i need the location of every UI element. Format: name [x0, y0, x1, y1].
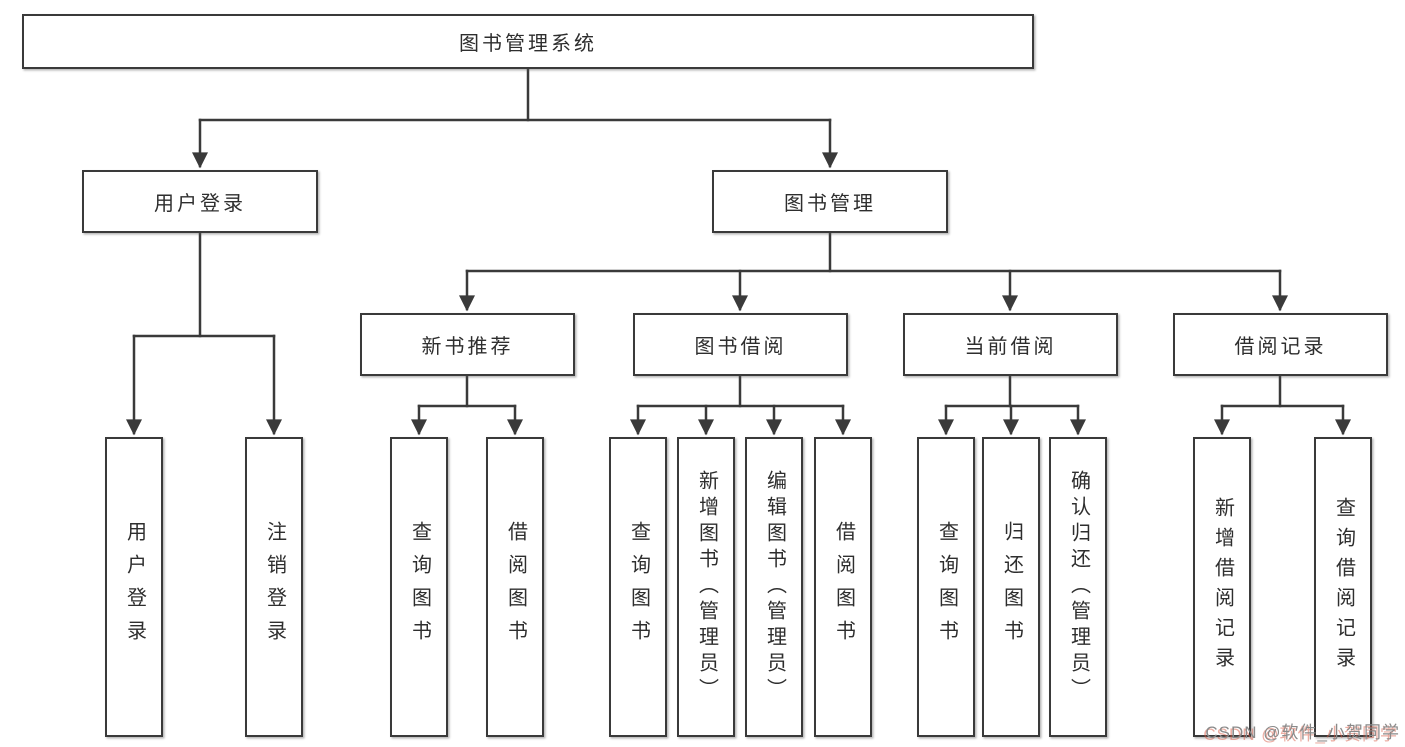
leaf-label: 新增图书（管理员）	[695, 470, 718, 704]
leaf-label: 借阅图书	[832, 521, 855, 653]
leaf-add-book-admin: 新增图书（管理员）	[677, 437, 735, 737]
leaf-query-borrow-record: 查询借阅记录	[1314, 437, 1372, 737]
node-label: 借阅记录	[1234, 336, 1327, 358]
csdn-watermark: CSDN @软件_小贺同学	[1205, 723, 1400, 742]
leaf-logout: 注销登录	[245, 437, 303, 737]
leaf-borrow-books-recommend: 借阅图书	[486, 437, 544, 737]
leaf-query-books-current: 查询图书	[917, 437, 975, 737]
leaf-borrow-books-borrow: 借阅图书	[814, 437, 872, 737]
leaf-edit-book-admin: 编辑图书（管理员）	[745, 437, 803, 737]
node-book-management: 图书管理	[712, 170, 948, 233]
node-current-borrow: 当前借阅	[903, 313, 1118, 376]
leaf-label: 查询图书	[935, 521, 958, 653]
node-label: 当前借阅	[964, 336, 1057, 358]
leaf-label: 归还图书	[1000, 521, 1023, 653]
leaf-label: 确认归还（管理员）	[1067, 470, 1090, 704]
leaf-add-borrow-record: 新增借阅记录	[1193, 437, 1251, 737]
node-user-login: 用户登录	[82, 170, 318, 233]
node-label: 图书借阅	[694, 336, 787, 358]
leaf-query-books-recommend: 查询图书	[390, 437, 448, 737]
leaf-label: 查询图书	[627, 521, 650, 653]
leaf-user-login: 用户登录	[105, 437, 163, 737]
node-new-book-recommend: 新书推荐	[360, 313, 575, 376]
node-label: 图书管理	[784, 193, 876, 215]
leaf-label: 查询图书	[408, 521, 431, 653]
leaf-label: 编辑图书（管理员）	[763, 470, 786, 704]
node-label: 用户登录	[154, 193, 246, 215]
leaf-label: 借阅图书	[504, 521, 527, 653]
leaf-confirm-return-admin: 确认归还（管理员）	[1049, 437, 1107, 737]
node-label: 新书推荐	[421, 336, 514, 358]
leaf-label: 注销登录	[263, 521, 286, 653]
node-label: 图书管理系统	[459, 33, 597, 55]
node-book-borrow: 图书借阅	[633, 313, 848, 376]
node-library-system: 图书管理系统	[22, 14, 1034, 69]
node-borrow-records: 借阅记录	[1173, 313, 1388, 376]
leaf-label: 用户登录	[123, 521, 146, 653]
leaf-return-book: 归还图书	[982, 437, 1040, 737]
leaf-label: 新增借阅记录	[1211, 497, 1234, 677]
leaf-label: 查询借阅记录	[1332, 497, 1355, 677]
leaf-query-books-borrow: 查询图书	[609, 437, 667, 737]
